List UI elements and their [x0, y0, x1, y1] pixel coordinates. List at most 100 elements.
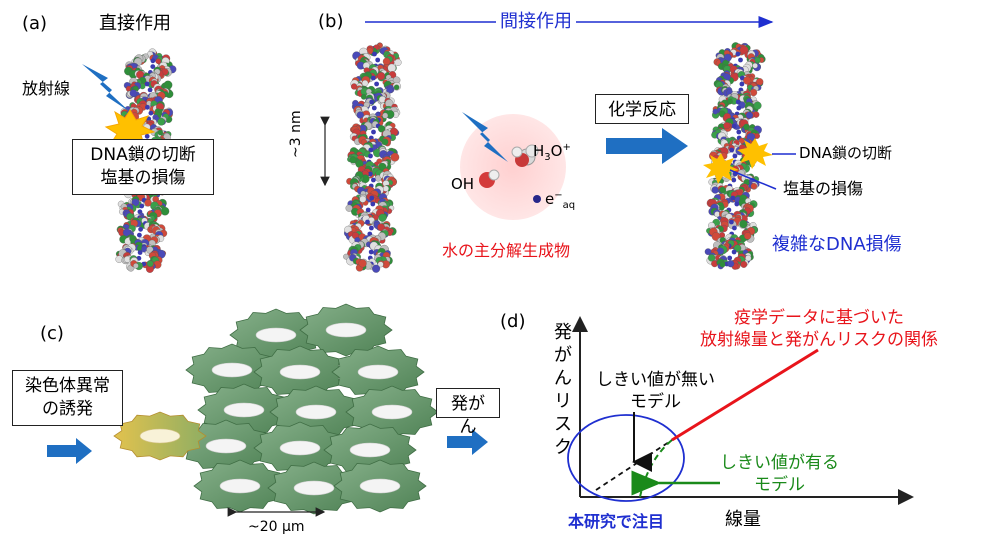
- dna-base: [371, 177, 376, 183]
- dna-base: [735, 99, 741, 105]
- pointer-line-base: [729, 169, 777, 190]
- indirect-break-label: DNA鎖の切断: [799, 144, 893, 162]
- dna-atom: [711, 186, 719, 194]
- dna-atom: [704, 248, 712, 256]
- scale-3nm-label: ~3 nm: [288, 110, 304, 158]
- dna-base: [368, 249, 374, 255]
- dna-atom: [707, 254, 716, 262]
- dna-atom: [358, 259, 367, 268]
- dna-base: [137, 232, 142, 238]
- panel-a-label: (a): [22, 13, 48, 34]
- dna-atom: [393, 84, 400, 91]
- dna-base: [369, 225, 374, 231]
- reaction-arrow: [606, 128, 688, 164]
- panel-b-title: 間接作用: [496, 11, 576, 33]
- direct-damage-line1: DNA鎖の切断: [90, 145, 196, 165]
- dna-helix-a: [115, 48, 177, 273]
- dna-atom: [753, 101, 762, 110]
- dna-base: [148, 110, 154, 116]
- no-threshold-label: しきい値が無い モデル: [596, 370, 715, 413]
- dna-base: [732, 225, 737, 231]
- dna-atom: [361, 79, 369, 87]
- dna-base: [731, 123, 737, 129]
- dna-atom: [727, 98, 733, 105]
- electron-icon: [533, 195, 541, 203]
- dna-atom: [129, 89, 138, 97]
- dna-atom: [390, 152, 400, 162]
- dna-atom: [719, 204, 725, 211]
- dna-atom: [754, 57, 761, 64]
- dna-atom: [743, 123, 750, 131]
- dna-base: [739, 81, 745, 87]
- dna-atom: [378, 213, 387, 222]
- epidemiology-line: [671, 348, 819, 442]
- dna-atom: [743, 232, 752, 240]
- dna-base: [138, 226, 144, 232]
- dna-atom: [723, 122, 731, 130]
- oh-molecule-icon: [479, 169, 500, 188]
- dna-base: [731, 177, 737, 183]
- dna-base: [150, 64, 156, 69]
- dna-atom: [739, 219, 748, 229]
- dna-atom: [382, 112, 389, 119]
- dna-atom: [372, 264, 381, 273]
- dna-base: [368, 153, 373, 159]
- dna-base: [370, 75, 376, 81]
- panel-b-label: (b): [318, 11, 344, 32]
- cell-nucleus: [219, 478, 261, 494]
- dna-base: [732, 153, 738, 159]
- burst-icon-b1: [737, 138, 773, 169]
- dna-base: [738, 57, 743, 63]
- dna-base: [727, 255, 733, 261]
- dna-base: [371, 105, 377, 111]
- dna-atom: [745, 111, 754, 119]
- dna-atom: [146, 260, 154, 267]
- dna-atom: [381, 138, 389, 146]
- h3o-molecule-icon: [511, 144, 539, 167]
- dna-atom: [377, 72, 386, 81]
- cell-nucleus: [279, 364, 321, 380]
- dna-base: [365, 219, 370, 225]
- dna-atom: [133, 263, 139, 269]
- dna-atom: [382, 57, 391, 66]
- dna-atom: [157, 117, 166, 126]
- dna-atom: [743, 76, 752, 85]
- cell-nucleus: [223, 402, 265, 418]
- complex-damage-label: 複雑なDNA損傷: [772, 234, 902, 255]
- water-products-label: 水の主分解生成物: [442, 241, 571, 260]
- dna-base: [367, 171, 373, 177]
- dna-base: [365, 207, 371, 213]
- cell-nucleus: [349, 442, 391, 458]
- focus-label: 本研究で注目: [568, 512, 665, 531]
- radiation-label: 放射線: [22, 79, 71, 98]
- threshold-curve: [639, 439, 673, 498]
- dna-atom: [163, 80, 173, 90]
- direct-damage-line2: 塩基の損傷: [100, 167, 186, 188]
- dna-base: [144, 133, 150, 139]
- dna-atom: [719, 261, 726, 268]
- chromosome-box: 染色体異常 の誘発: [12, 370, 123, 426]
- dna-base: [145, 104, 150, 110]
- chromosome-line1: 染色体異常: [25, 376, 110, 396]
- dna-base: [372, 51, 377, 57]
- dna-atom: [122, 228, 131, 237]
- direct-damage-box: DNA鎖の切断 塩基の損傷: [72, 139, 214, 195]
- dna-atom: [733, 244, 742, 253]
- dna-base: [150, 58, 156, 64]
- cell-nucleus: [357, 364, 399, 380]
- dna-base: [374, 81, 379, 87]
- burst-icon-b2: [703, 153, 739, 184]
- panel-c-label: (c): [40, 323, 64, 344]
- chromosome-line2: の誘発: [42, 398, 93, 419]
- indirect-base-label: 塩基の損傷: [783, 179, 864, 198]
- dna-atom: [144, 199, 152, 207]
- dna-base: [369, 99, 375, 105]
- dna-atom: [359, 195, 367, 203]
- dna-atom: [750, 182, 758, 190]
- focus-ellipse: [567, 414, 685, 502]
- dna-atom: [727, 260, 735, 268]
- dna-base: [736, 129, 742, 135]
- dna-atom: [360, 93, 367, 100]
- dna-atom: [377, 261, 384, 268]
